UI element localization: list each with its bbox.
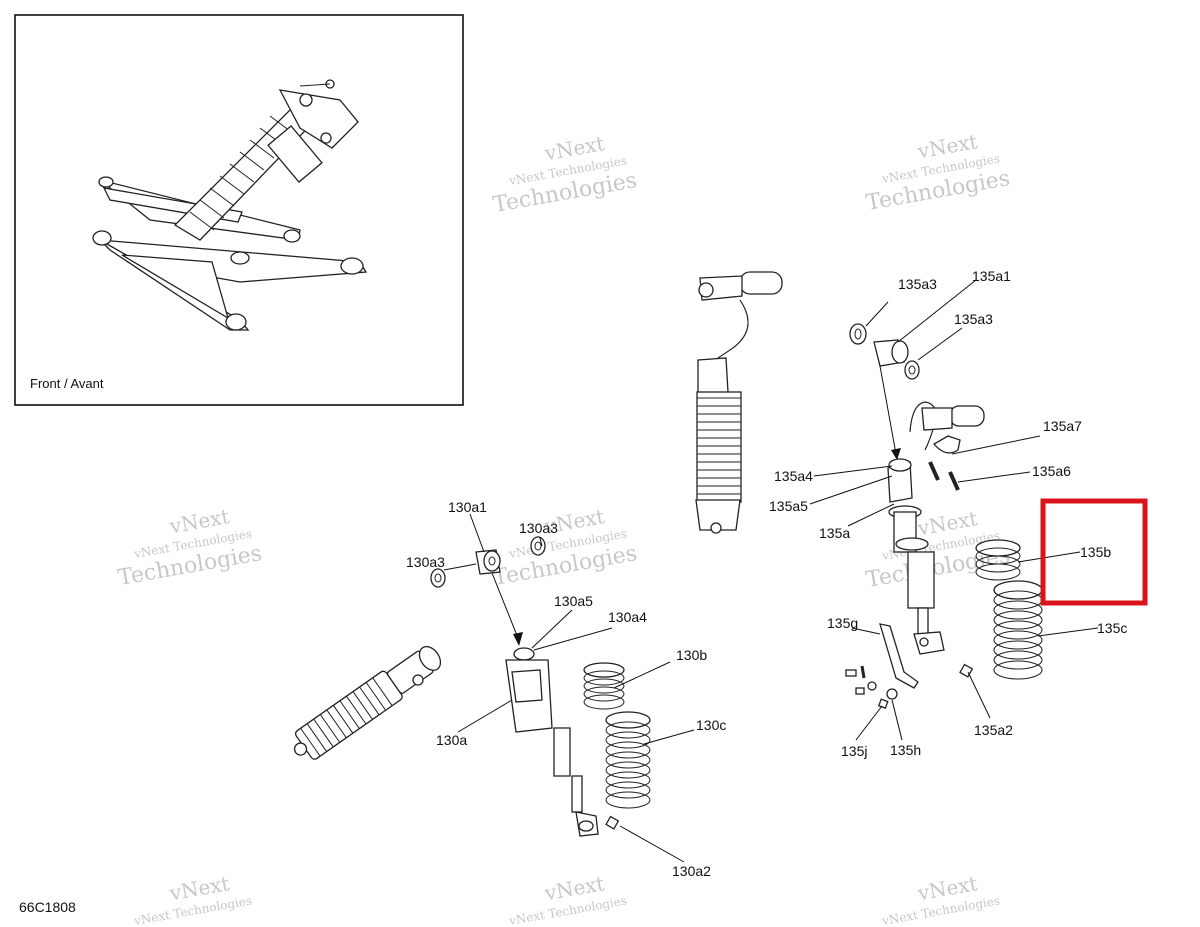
callout-135a4: 135a4 (774, 468, 813, 484)
part-135a3-washer (849, 323, 867, 345)
callout-135h: 135h (890, 742, 921, 758)
part-135a7-clamp (932, 435, 961, 454)
part-135c-spring (993, 580, 1043, 680)
callout-130a3-left: 130a3 (406, 554, 445, 570)
shock-135-assembled-illustration (695, 271, 783, 534)
callout-130b: 130b (676, 647, 707, 663)
callout-135b: 135b (1080, 544, 1111, 560)
callout-135a1: 135a1 (972, 268, 1011, 284)
callout-135j: 135j (841, 743, 867, 759)
callout-135a5: 135a5 (769, 498, 808, 514)
callout-130a3-right: 130a3 (519, 520, 558, 536)
part-135g-bracket (879, 623, 919, 689)
callout-135a: 135a (819, 525, 850, 541)
callout-130a1: 130a1 (448, 499, 487, 515)
inset-frame (14, 14, 464, 406)
inset-caption: Front / Avant (30, 376, 104, 391)
callout-135a3-right: 135a3 (954, 311, 993, 327)
suspension-assembly-illustration (92, 79, 368, 331)
part-130b-spring (583, 662, 625, 710)
callout-130a2: 130a2 (672, 863, 711, 879)
callout-130a5: 130a5 (554, 593, 593, 609)
callout-135a6: 135a6 (1032, 463, 1071, 479)
callout-135a3-top: 135a3 (898, 276, 937, 292)
inset-panel: Front / Avant (14, 14, 464, 406)
callout-130a: 130a (436, 732, 467, 748)
part-130c-spring (605, 711, 651, 809)
callout-135a7: 135a7 (1043, 418, 1082, 434)
callout-labels: 130a1 130a3 130a3 130a5 130a4 130b 130c … (406, 268, 1127, 879)
shock-130-assembled-illustration (293, 645, 442, 760)
callout-130c: 130c (696, 717, 726, 733)
callout-130a4: 130a4 (608, 609, 647, 625)
highlight-box (1040, 498, 1148, 606)
callout-135a2: 135a2 (974, 722, 1013, 738)
figure-id: 66C1808 (19, 899, 76, 915)
shock-135-exploded-illustration (845, 323, 1043, 709)
callout-leaders (443, 279, 1099, 863)
part-135a3-washer (904, 360, 920, 380)
part-135b-spring (975, 539, 1021, 581)
shock-130-exploded-illustration (430, 536, 651, 837)
callout-135g: 135g (827, 615, 858, 631)
callout-135c: 135c (1097, 620, 1127, 636)
